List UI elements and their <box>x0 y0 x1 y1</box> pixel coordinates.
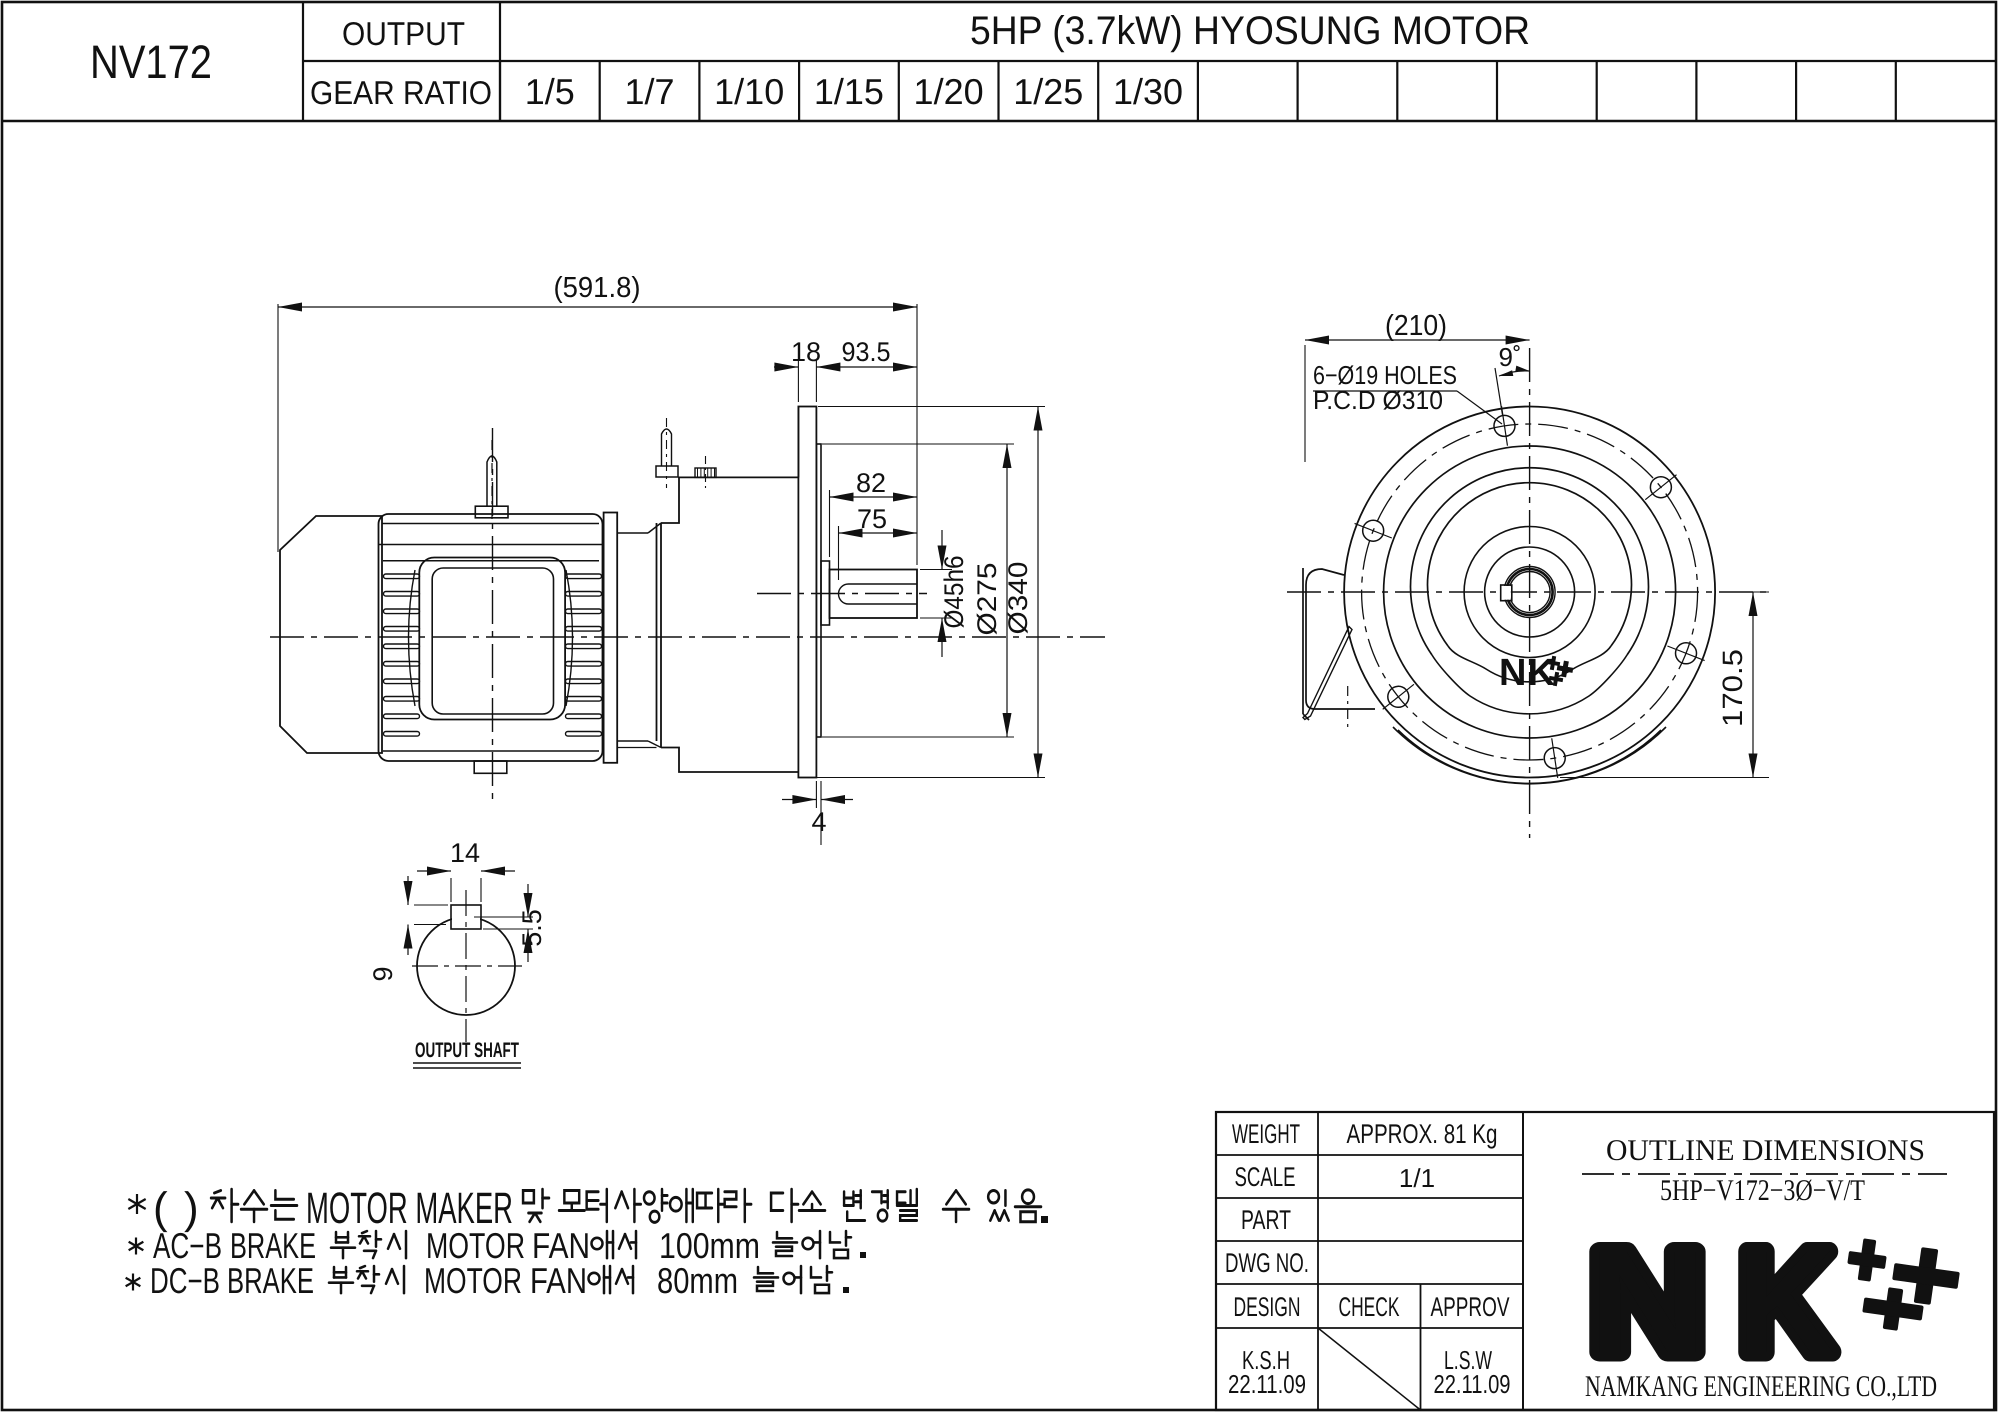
svg-text:Ø45h6: Ø45h6 <box>939 556 969 629</box>
svg-text:OUTLINE DIMENSIONS: OUTLINE DIMENSIONS <box>1606 1134 1925 1167</box>
svg-text:75: 75 <box>857 504 887 534</box>
svg-text:FAN: FAN <box>532 1225 590 1266</box>
svg-text:MOTOR MAKER: MOTOR MAKER <box>306 1184 513 1233</box>
svg-text:93.5: 93.5 <box>842 337 891 367</box>
svg-text:170.5: 170.5 <box>1717 649 1748 727</box>
svg-text:OUTPUT: OUTPUT <box>342 15 465 52</box>
svg-text:(210): (210) <box>1385 310 1447 342</box>
svg-text:4: 4 <box>811 807 826 837</box>
svg-text:WEIGHT: WEIGHT <box>1232 1119 1300 1149</box>
svg-text:BRAKE: BRAKE <box>230 1225 316 1266</box>
svg-text:BRAKE: BRAKE <box>227 1260 314 1301</box>
svg-text:NAMKANG ENGINEERING CO.,LTD: NAMKANG ENGINEERING CO.,LTD <box>1585 1370 1937 1403</box>
svg-text:NV172: NV172 <box>90 35 212 88</box>
svg-text:9: 9 <box>368 966 398 981</box>
svg-text:100mm: 100mm <box>659 1225 760 1266</box>
svg-text:PART: PART <box>1241 1205 1291 1235</box>
svg-text:9˚: 9˚ <box>1498 342 1521 372</box>
svg-text:DESIGN: DESIGN <box>1234 1292 1301 1322</box>
svg-text:80mm: 80mm <box>657 1260 738 1301</box>
svg-text:18: 18 <box>791 337 821 367</box>
svg-text:(: ( <box>153 1184 168 1233</box>
svg-text:K.S.H: K.S.H <box>1242 1345 1290 1375</box>
svg-text:DC−B: DC−B <box>150 1260 220 1301</box>
svg-text:1/7: 1/7 <box>624 71 674 112</box>
svg-text:APPROV: APPROV <box>1431 1292 1510 1322</box>
svg-text:SCALE: SCALE <box>1235 1162 1296 1192</box>
svg-text:22.11.09: 22.11.09 <box>1228 1369 1306 1399</box>
svg-text:AC−B: AC−B <box>153 1225 222 1266</box>
svg-text:1/5: 1/5 <box>525 71 575 112</box>
svg-text:82: 82 <box>856 468 886 498</box>
svg-text:Ø340: Ø340 <box>1003 562 1033 635</box>
svg-text:1/25: 1/25 <box>1013 71 1083 112</box>
svg-text:P.C.D Ø310: P.C.D Ø310 <box>1313 385 1443 415</box>
svg-text:FAN: FAN <box>530 1260 587 1301</box>
svg-text:L.S.W: L.S.W <box>1444 1345 1492 1375</box>
svg-text:): ) <box>184 1184 199 1233</box>
svg-text:6−Ø19 HOLES: 6−Ø19 HOLES <box>1313 360 1457 390</box>
svg-text:1/10: 1/10 <box>714 71 784 112</box>
svg-text:Ø275: Ø275 <box>972 563 1002 636</box>
svg-text:APPROX. 81 Kg: APPROX. 81 Kg <box>1347 1119 1498 1149</box>
svg-text:GEAR RATIO: GEAR RATIO <box>310 74 492 111</box>
svg-text:N: N <box>1589 1220 1706 1383</box>
svg-text:1/20: 1/20 <box>914 71 984 112</box>
svg-text:1/1: 1/1 <box>1399 1163 1435 1193</box>
svg-text:5HP (3.7kW) HYOSUNG MOTOR: 5HP (3.7kW) HYOSUNG MOTOR <box>970 9 1530 53</box>
svg-text:K: K <box>1738 1220 1834 1383</box>
svg-text:OUTPUT SHAFT: OUTPUT SHAFT <box>415 1039 519 1062</box>
svg-text:14: 14 <box>450 838 480 868</box>
svg-text:1/15: 1/15 <box>814 71 884 112</box>
svg-text:22.11.09: 22.11.09 <box>1434 1369 1511 1399</box>
svg-text:MOTOR: MOTOR <box>424 1260 522 1301</box>
svg-text:5HP−V172−3Ø−V/T: 5HP−V172−3Ø−V/T <box>1660 1174 1865 1207</box>
svg-text:1/30: 1/30 <box>1113 71 1183 112</box>
svg-text:5.5: 5.5 <box>517 909 547 947</box>
svg-text:DWG NO.: DWG NO. <box>1225 1248 1309 1278</box>
svg-text:(591.8): (591.8) <box>554 272 641 304</box>
svg-text:NK: NK <box>1499 652 1556 694</box>
svg-text:CHECK: CHECK <box>1339 1292 1400 1322</box>
svg-text:MOTOR: MOTOR <box>426 1225 525 1266</box>
